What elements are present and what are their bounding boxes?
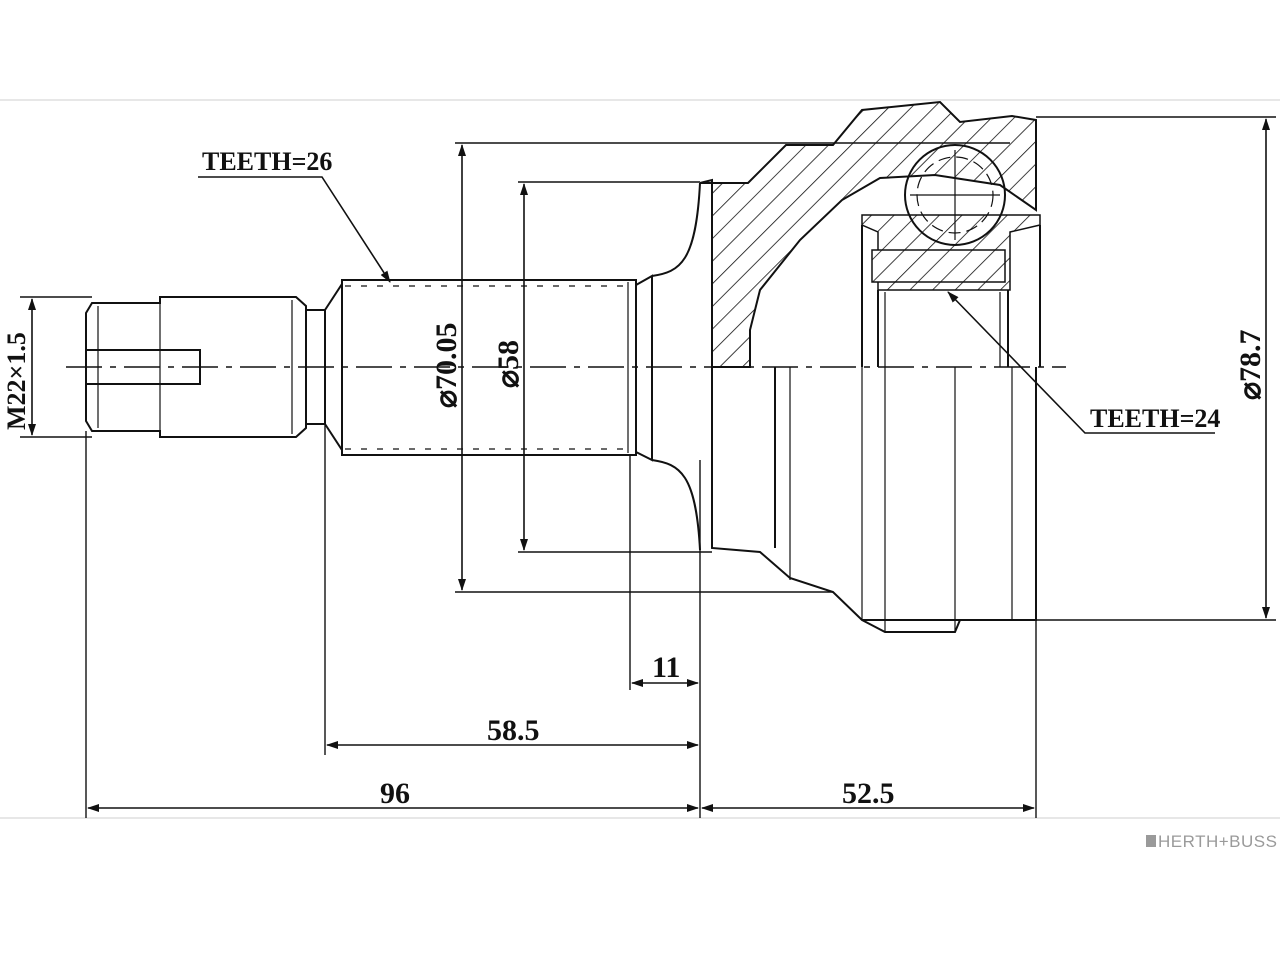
inner-shaft-diameter-label: ⌀58 (492, 340, 525, 388)
length-11-label: 11 (652, 651, 680, 684)
joint-housing (699, 100, 1041, 633)
length-52-5-label: 52.5 (842, 777, 895, 810)
length-96-label: 96 (380, 777, 410, 810)
splined-shaft (341, 182, 701, 551)
leader-lines (198, 176, 1215, 434)
thread-dimension-label: M22×1.5 (2, 332, 31, 430)
housing-diameter-label: ⌀78.7 (1234, 329, 1267, 400)
length-58-5-label: 58.5 (487, 714, 540, 747)
spline-teeth-label: TEETH=26 (202, 147, 332, 176)
brand-name: HERTH+BUSS (1158, 832, 1277, 851)
dimension-lines (28, 118, 1270, 812)
joint-teeth-label: TEETH=24 (1090, 404, 1220, 433)
outer-shaft-diameter-label: ⌀70.05 (430, 322, 463, 408)
extension-lines (20, 116, 1276, 818)
brand-logo: HERTH+BUSS (1146, 832, 1277, 851)
